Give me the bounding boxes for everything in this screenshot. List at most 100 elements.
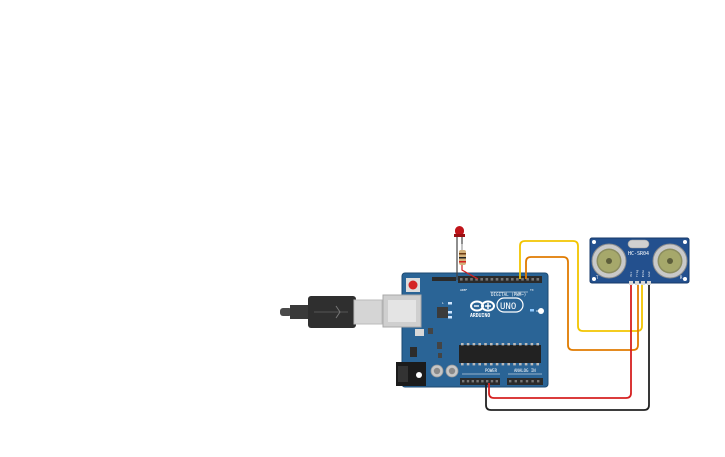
digital-label: DIGITAL (PWM~) xyxy=(491,292,526,297)
wire-echo-orange[interactable] xyxy=(525,256,639,351)
chip-pin xyxy=(495,363,499,366)
header-pin xyxy=(537,380,540,383)
wire-gnd-black[interactable] xyxy=(485,283,650,411)
power-header xyxy=(460,378,500,385)
header-pin xyxy=(495,380,498,383)
header-pin xyxy=(462,380,465,383)
chip-pin xyxy=(501,343,505,346)
header-pin xyxy=(509,380,512,383)
digital-header xyxy=(458,276,542,283)
regulator xyxy=(410,347,417,357)
crystal xyxy=(415,329,424,336)
chip-pin xyxy=(461,363,464,366)
analog-header xyxy=(507,378,543,385)
chip-pin xyxy=(507,363,510,366)
header-pin xyxy=(490,278,494,281)
usb-cable-strain xyxy=(290,305,310,319)
chip-pin xyxy=(466,363,470,366)
wires xyxy=(485,240,650,411)
resistor-component[interactable] xyxy=(459,244,479,280)
header-pin xyxy=(466,380,470,383)
usb-cable[interactable] xyxy=(280,296,383,328)
header-pin xyxy=(511,278,514,281)
smd-part-3 xyxy=(438,353,442,358)
sensor-pin[interactable] xyxy=(647,281,651,285)
sensor-pin-echo: Echo xyxy=(641,270,645,277)
header-pin xyxy=(490,380,494,383)
chip-pin xyxy=(507,343,510,346)
rx-led xyxy=(448,316,452,319)
chip-pin xyxy=(513,343,516,346)
chip-pin xyxy=(530,343,534,346)
arduino-logo xyxy=(470,300,495,312)
header-pin xyxy=(470,278,473,281)
resistor-to-pin-wire xyxy=(461,265,479,280)
sensor-pin[interactable] xyxy=(635,281,639,285)
usb-plug-metal xyxy=(353,299,383,325)
chip-pin xyxy=(519,343,522,346)
header-pin xyxy=(485,278,489,281)
wire-trig-yellow[interactable] xyxy=(519,240,643,332)
brand-label: ARDUINO xyxy=(470,313,490,319)
chip-pin xyxy=(530,363,534,366)
arduino-uno-board[interactable]: AREF TX DIGITAL (PWM~) ARDUINO UNO ON L … xyxy=(382,272,549,388)
header-pin xyxy=(471,380,474,383)
chip-pin xyxy=(484,363,487,366)
header-pin xyxy=(516,278,519,281)
usb-b-port-inner xyxy=(388,300,416,322)
header-pin xyxy=(495,278,499,281)
chip-pin xyxy=(519,363,522,366)
header-pin xyxy=(526,278,529,281)
header-pin xyxy=(460,278,463,281)
smd-part-1 xyxy=(428,328,433,334)
header-pin xyxy=(536,278,540,281)
chip-pin xyxy=(536,363,539,366)
header-pin xyxy=(531,380,534,383)
sensor-pin-trig: Trig xyxy=(635,270,639,277)
analog-label: ANALOG IN xyxy=(514,368,536,373)
chip-pin xyxy=(478,363,481,366)
sensor-pin[interactable] xyxy=(641,281,645,285)
chip-pin xyxy=(513,363,516,366)
led-component[interactable] xyxy=(454,226,465,280)
header-pin xyxy=(514,380,517,383)
sensor-pin-vcc: Vcc xyxy=(629,271,633,277)
sensor-side-left: T xyxy=(596,275,599,280)
atmega-pins-top xyxy=(461,343,539,346)
usb-symbol-icon xyxy=(335,305,341,319)
bottom-header-pins xyxy=(462,380,540,383)
wire-vcc-red[interactable] xyxy=(488,283,632,399)
power-jack-inner xyxy=(398,366,408,382)
sensor-pin[interactable] xyxy=(629,281,633,285)
reset-button[interactable] xyxy=(408,280,418,290)
red-led xyxy=(455,226,464,236)
atmega-pins-bottom xyxy=(461,363,539,366)
sensor-pin-gnd: Gnd xyxy=(647,271,651,277)
l-label: L xyxy=(442,301,444,305)
chip-pin xyxy=(484,343,487,346)
aux-header xyxy=(432,277,456,281)
chip-pin xyxy=(472,343,476,346)
model-label: UNO xyxy=(500,302,516,312)
header-pin xyxy=(465,278,468,281)
header-pin xyxy=(500,278,504,281)
usb-cable-end xyxy=(280,308,292,316)
uno-badge xyxy=(496,297,524,313)
header-pin xyxy=(505,278,509,281)
hc-sr04-sensor[interactable]: HC-SR04 T R Vcc Trig Echo Gnd xyxy=(589,237,690,285)
header-pin xyxy=(525,380,529,383)
chip-pin xyxy=(501,363,505,366)
sensor-side-right: R xyxy=(680,275,683,280)
power-label: POWER xyxy=(485,368,498,373)
sensor-model-label: HC-SR04 xyxy=(628,251,649,257)
usb-chip xyxy=(437,307,448,318)
pin-label-tx: TX xyxy=(530,288,534,292)
pin-label-aref: AREF xyxy=(460,288,467,292)
sensor-crystal xyxy=(627,239,650,249)
header-pin xyxy=(480,278,483,281)
digital-header-pins xyxy=(460,278,540,281)
on-label: ON xyxy=(536,309,540,313)
chip-pin xyxy=(524,343,528,346)
